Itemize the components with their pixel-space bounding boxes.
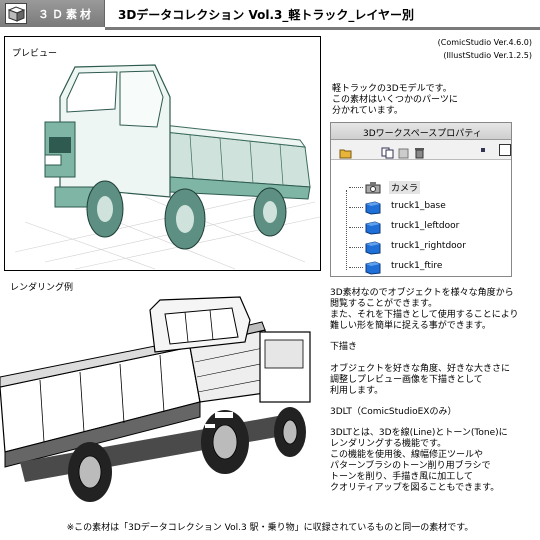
text-line: レンダリングする機能です。 (330, 439, 447, 449)
trash-icon[interactable] (413, 144, 425, 159)
tree-branch (349, 227, 363, 228)
sketch-heading: 下描き (330, 342, 358, 352)
folder-open-icon[interactable] (339, 144, 352, 159)
text-line: 閲覧することができます。 (330, 299, 438, 309)
text-line: クオリティアップを図ることもできます。 (330, 483, 500, 493)
cube-logo-icon (5, 3, 27, 24)
rendering-title: レンダリング例 (10, 283, 74, 293)
text-line: パターンブラシのトーン削り用ブラシで (330, 461, 491, 471)
page-title: 3Dデータコレクション Vol.3_軽トラック_レイヤー別 (118, 8, 415, 22)
tree-branch (349, 247, 363, 248)
version-illuststudio: (IllustStudio Ver.1.2.5) (443, 51, 532, 60)
dlt-heading: 3DLT（ComicStudioEXのみ） (330, 407, 457, 417)
tree-item-label: truck1_rightdoor (391, 241, 466, 251)
category-label: ３Ｄ素材 (38, 8, 94, 21)
panel-toolbar (331, 140, 511, 160)
desc-line: 軽トラックの3Dモデルです。 (332, 84, 452, 94)
text-line: また、それを下描きとして使用することにより (330, 310, 519, 320)
sketch-text: オブジェクトを好きな角度、好きな大きさに 調整しプレビュー画像を下描きとして 利… (330, 364, 510, 397)
model-description: 軽トラックの3Dモデルです。 この素材はいくつかのパーツに 分かれています。 (332, 84, 458, 117)
preview-box: プレビュー (4, 36, 321, 271)
truck-render-image (0, 296, 311, 502)
tree-item-label: truck1_ftire (391, 261, 443, 271)
panel-title: 3Dワークスペースプロパティ (331, 123, 511, 140)
text-line: 難しい形を簡単に捉える事ができます。 (330, 321, 491, 331)
tree-connector (346, 190, 347, 270)
tree-item-label: truck1_leftdoor (391, 221, 460, 231)
preview-title: プレビュー (12, 49, 58, 59)
intro-text: 3D素材なのでオブジェクトを様々な角度から 閲覧することができます。 また、それ… (330, 288, 519, 332)
panel-toggle-icon[interactable] (499, 144, 511, 156)
tree-branch (349, 207, 363, 208)
tree-item-label: truck1_base (391, 201, 446, 211)
tree-branch (349, 267, 363, 268)
text-line: 調整しプレビュー画像を下描きとして (330, 375, 483, 385)
text-line: この機能を使用後、線幅修正ツールや (330, 450, 484, 460)
footer-note: ※この素材は「3Dデータコレクション Vol.3 駅・乗り物」に収録されているも… (66, 523, 474, 533)
header-divider (105, 27, 540, 30)
cube-icon (365, 200, 381, 215)
text-line: 3D素材なのでオブジェクトを様々な角度から (330, 288, 514, 298)
cube-icon (365, 240, 381, 255)
text-line: 利用します。 (330, 386, 384, 396)
cube-icon (365, 220, 381, 235)
version-comicstudio: (ComicStudio Ver.4.6.0) (437, 38, 532, 47)
truck-preview-image (14, 64, 320, 270)
dlt-text: 3DLTとは、3Dを線(Line)とトーン(Tone)に レンダリングする機能で… (330, 428, 508, 494)
tree-branch (349, 187, 363, 188)
tree-item-label: カメラ (389, 181, 421, 194)
workspace-properties-panel: 3Dワークスペースプロパティ (330, 122, 512, 277)
text-line: オブジェクトを好きな角度、好きな大きさに (330, 364, 511, 374)
dot-icon (481, 148, 485, 152)
category-badge: ３Ｄ素材 (0, 0, 105, 27)
text-line: トーンを削り、手描き風に加工して (330, 472, 473, 482)
text-line: 3DLTとは、3Dを線(Line)とトーン(Tone)に (330, 428, 508, 438)
cube-icon (365, 260, 381, 275)
desc-line: 分かれています。 (332, 106, 403, 116)
copy-icon[interactable] (381, 144, 394, 159)
camera-icon (365, 180, 381, 195)
paste-icon[interactable] (397, 144, 409, 159)
desc-line: この素材はいくつかのパーツに (332, 95, 458, 105)
